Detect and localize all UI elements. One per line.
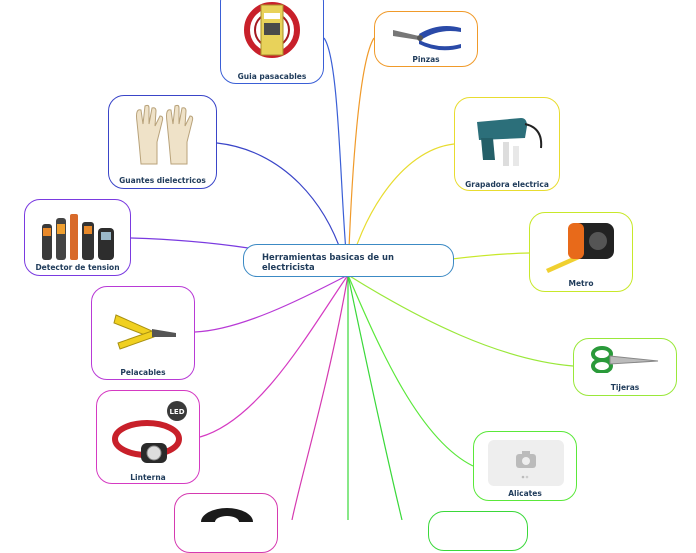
wire-stripper-icon [113, 314, 176, 350]
node-alicates[interactable]: Alicates [473, 431, 577, 501]
link-linterna [199, 274, 349, 438]
gloves-icon [136, 104, 194, 165]
node-label: Metro [568, 279, 594, 288]
headlamp-icon: LED [112, 401, 187, 463]
node-label: Pinzas [412, 55, 440, 64]
node-extra[interactable] [428, 511, 528, 551]
central-topic[interactable]: Herramientas basicas de un electricista [243, 244, 454, 277]
node-pinzas[interactable]: Pinzas [374, 11, 478, 67]
link-alicates [347, 274, 474, 467]
node-pelacables[interactable]: Pelacables [91, 286, 195, 380]
link-extra [347, 274, 403, 520]
node-label: Linterna [130, 473, 166, 482]
link-cinta [291, 274, 349, 520]
node-guantes-dielectricos[interactable]: Guantes dielectricos [108, 95, 217, 189]
node-label: Grapadora electrica [465, 180, 549, 189]
scissors-icon [591, 346, 659, 373]
node-label: Alicates [508, 489, 542, 498]
node-label: Guantes dielectricos [119, 176, 206, 185]
camera-placeholder-icon [516, 451, 536, 479]
node-detector-de-tension[interactable]: Detector de tension [24, 199, 131, 276]
node-grapadora-electrica[interactable]: Grapadora electrica [454, 97, 560, 191]
link-tijeras [347, 274, 574, 367]
node-label: Pelacables [120, 368, 166, 377]
svg-text:LED: LED [169, 408, 184, 416]
link-pinzas [347, 37, 375, 276]
image-placeholder [488, 440, 564, 486]
node-label: Tijeras [610, 383, 640, 392]
node-label: Guia pasacables [237, 72, 307, 81]
link-pelacables [194, 274, 349, 333]
tape-measure-icon [546, 223, 614, 273]
central-topic-title: Herramientas basicas de un electricista [262, 252, 394, 272]
cable-reel-icon [244, 2, 300, 58]
voltage-tester-icon [42, 214, 114, 260]
node-linterna[interactable]: LED Linterna [96, 390, 200, 484]
node-label: Detector de tension [35, 263, 120, 272]
pliers-icon [393, 26, 461, 51]
tape-roll-icon [201, 508, 253, 522]
node-guia-pasacables[interactable]: Guia pasacables [220, 0, 324, 84]
node-metro[interactable]: Metro [529, 212, 633, 292]
node-tijeras[interactable]: Tijeras [573, 338, 677, 396]
node-cinta-aislante[interactable] [174, 493, 278, 553]
stapler-icon [477, 118, 543, 166]
